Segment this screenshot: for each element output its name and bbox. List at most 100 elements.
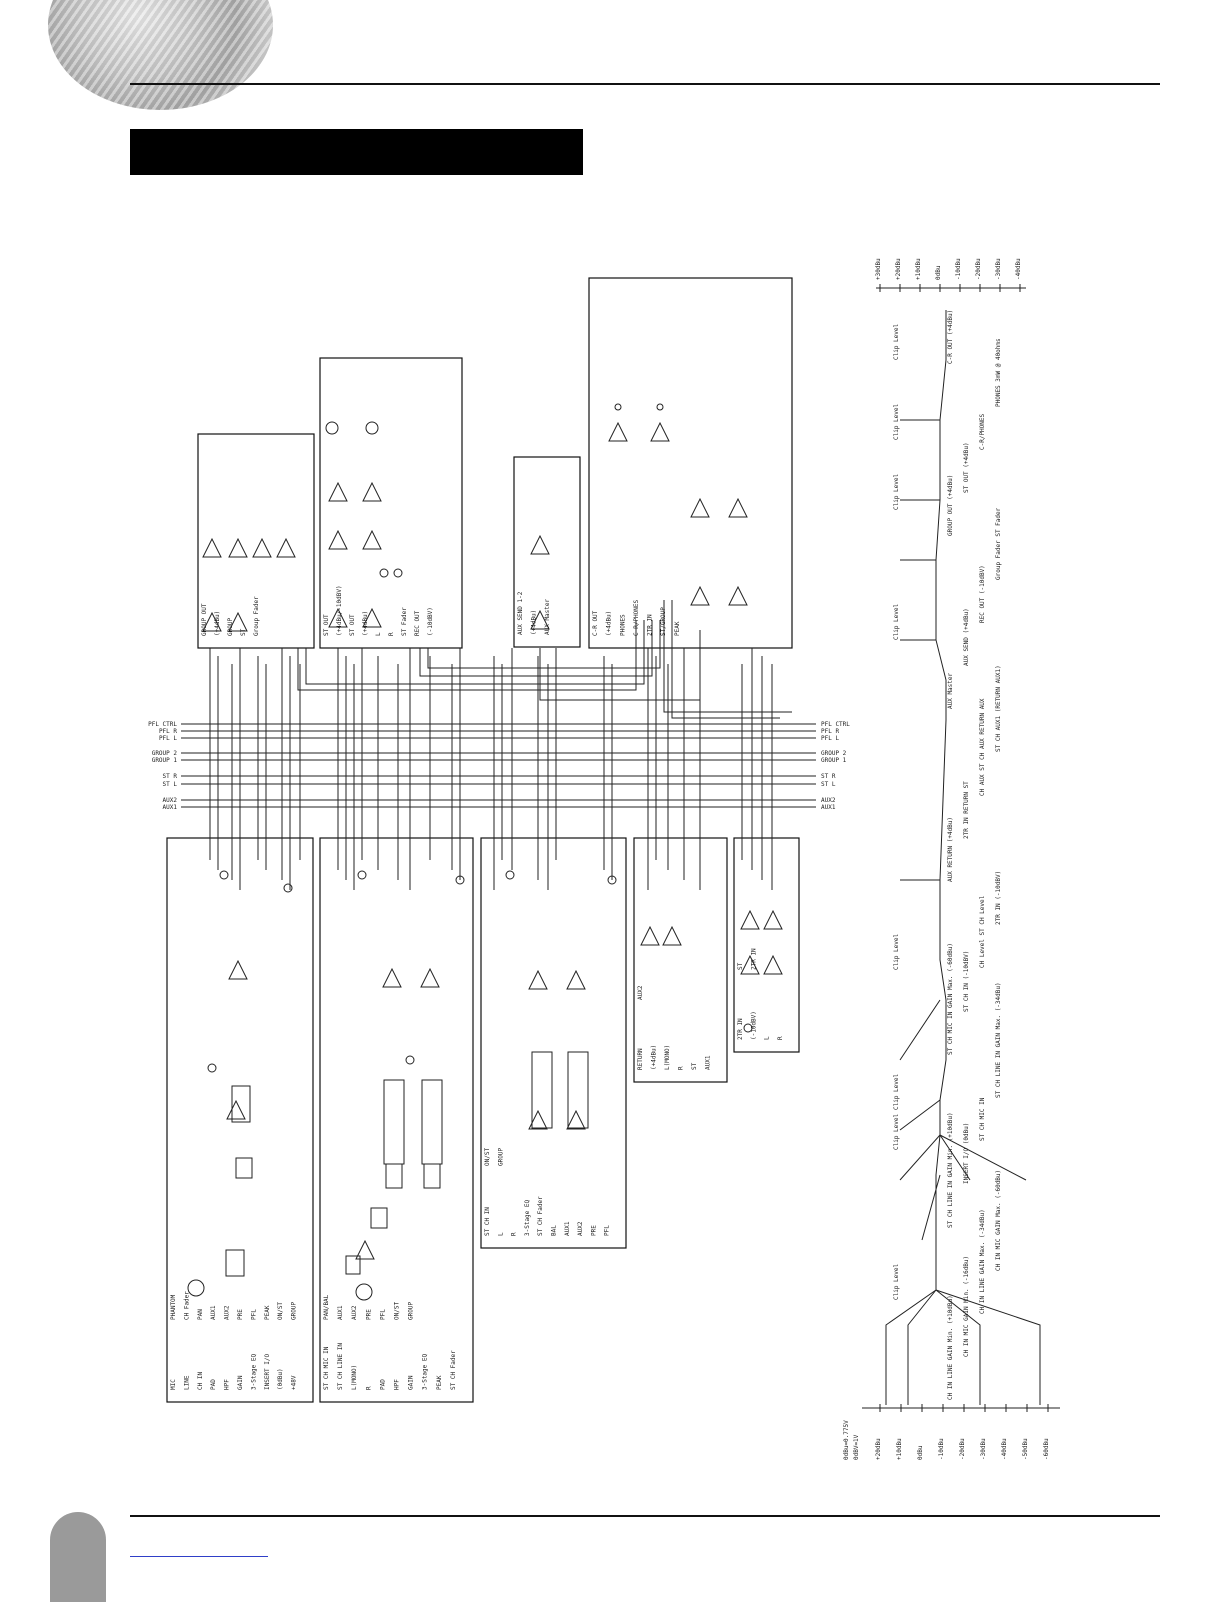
indicator-symbol <box>325 421 339 435</box>
section-title-bar <box>130 129 583 175</box>
processing-block <box>385 1163 403 1189</box>
amplifier-symbol <box>355 1239 375 1260</box>
section-label: PAD <box>210 1379 217 1390</box>
section-label: (-10dBV) <box>427 607 434 636</box>
level-trace <box>899 1134 941 1181</box>
amplifier-symbol <box>690 585 710 606</box>
section-label: L <box>497 1232 504 1236</box>
section-label: 2TR IN <box>737 1018 744 1040</box>
section-label: HPF <box>224 1379 231 1390</box>
return-wire <box>671 600 780 719</box>
section-label: R <box>511 1232 518 1236</box>
amplifier-symbol <box>362 607 382 628</box>
indicator-symbol <box>187 1279 205 1297</box>
amplifier-symbol <box>690 497 710 518</box>
level-stage-label: AUX RETURN (+4dBu) <box>947 817 954 882</box>
indicator-symbol <box>505 870 515 880</box>
section-box-st_ch_mic <box>319 837 474 1403</box>
section-box-two_tr_in <box>733 837 800 1053</box>
section-box-return <box>633 837 728 1083</box>
section-label: LINE <box>183 1375 190 1390</box>
level-stage-label: PHONES 3mW @ 40ohms <box>995 338 1002 407</box>
clip-level-label: Clip Level <box>893 323 900 360</box>
amplifier-symbol <box>226 1099 246 1120</box>
section-label: MIC <box>170 1379 177 1390</box>
section-label: ST <box>691 1062 698 1070</box>
bus-label-right: AUX1 <box>821 804 836 811</box>
level-scale-label: -50dBu <box>1022 1438 1029 1460</box>
page-number-tab <box>50 1512 106 1602</box>
processing-block <box>567 1051 589 1129</box>
section-label: CH Fader <box>183 1291 190 1320</box>
section-label: 3-Stage EQ <box>524 1199 531 1236</box>
level-stage-label: ST CH AUX1 (RETURN AUX1) <box>995 665 1002 752</box>
indicator-symbol <box>393 568 403 578</box>
section-label: GROUP <box>408 1302 415 1320</box>
section-label: PRE <box>590 1225 597 1236</box>
indicator-symbol <box>355 1283 373 1301</box>
amplifier-symbol <box>420 967 440 988</box>
section-label: L(MONO) <box>351 1365 358 1390</box>
section-label: ST/GROUP <box>660 607 667 636</box>
section-label: GROUP <box>227 618 234 636</box>
section-label: GAIN <box>408 1375 415 1390</box>
section-label: (+4dBu) <box>531 610 538 635</box>
processing-block <box>423 1163 441 1189</box>
section-label: AUX1 <box>337 1305 344 1320</box>
indicator-symbol <box>405 1055 415 1065</box>
return-wire <box>663 600 792 713</box>
section-label: ON/ST <box>484 1148 491 1166</box>
level-scale-label: +10dBu <box>915 258 922 280</box>
processing-block <box>225 1249 245 1277</box>
level-stage-label: ST CH IN (-10dBV) <box>963 951 970 1012</box>
level-stage-label: AUX SEND (+4dBu) <box>963 608 970 666</box>
level-scale-label: 0dBV=1V <box>853 1434 860 1460</box>
section-label: BAL <box>551 1225 558 1236</box>
level-trace <box>907 1289 937 1405</box>
processing-block <box>421 1079 443 1165</box>
level-stage-label: INSERT I/O (0dBu) <box>963 1123 970 1184</box>
bus-label-left: GROUP 2 <box>152 750 178 757</box>
section-label: ST OUT <box>323 614 330 636</box>
section-label: PFL <box>250 1309 257 1320</box>
footer-link <box>130 1556 268 1557</box>
amplifier-symbol <box>328 529 348 550</box>
processing-block <box>231 1085 251 1123</box>
section-label: R <box>678 1066 685 1070</box>
processing-block <box>383 1079 405 1165</box>
clip-level-label: Clip Level <box>893 933 900 970</box>
clip-level-label: Clip Level <box>893 1073 900 1110</box>
bus-label-left: PFL R <box>159 728 177 735</box>
section-label: ST CH MIC IN <box>323 1346 330 1390</box>
amplifier-symbol <box>566 969 586 990</box>
indicator-symbol <box>379 568 389 578</box>
section-label: ST <box>737 962 744 970</box>
level-stage-label: 2TR IN (-10dBV) <box>995 871 1002 925</box>
level-stage-label: GROUP OUT (+4dBu) <box>947 475 954 536</box>
level-trace <box>899 999 941 1061</box>
level-scale-label: -60dBu <box>1043 1438 1050 1460</box>
level-scale-label: -20dBu <box>959 1438 966 1460</box>
section-label: 3-Stage EQ <box>422 1353 429 1390</box>
return-wire <box>419 620 653 677</box>
bus-label-right: GROUP 1 <box>821 757 847 764</box>
section-box-group_out <box>197 433 315 649</box>
section-box-aux_send <box>513 456 581 648</box>
level-scale-label: -40dBu <box>1001 1438 1008 1460</box>
section-label: AUX1 <box>564 1221 571 1236</box>
level-scale-label: +20dBu <box>895 258 902 280</box>
amplifier-symbol <box>202 537 222 558</box>
amplifier-symbol <box>763 954 783 975</box>
processing-block <box>370 1207 388 1229</box>
section-label: L <box>764 1036 771 1040</box>
section-label: R <box>388 632 395 636</box>
indicator-symbol <box>607 875 617 885</box>
level-stage-label: CH Level ST CH Level <box>979 895 986 968</box>
section-boxes <box>166 277 800 1403</box>
level-trace <box>939 1134 1027 1181</box>
level-trace <box>939 1134 971 1181</box>
section-label: AUX2 <box>224 1305 231 1320</box>
section-label: +48V <box>291 1375 298 1390</box>
section-label: AUX2 <box>577 1221 584 1236</box>
section-label: AUX2 <box>351 1305 358 1320</box>
